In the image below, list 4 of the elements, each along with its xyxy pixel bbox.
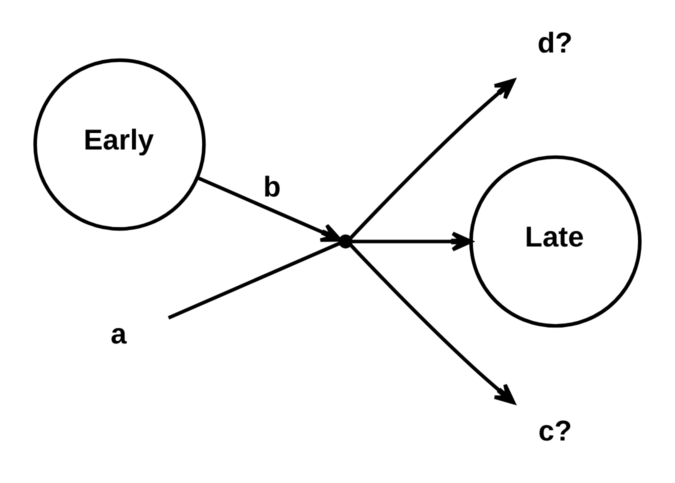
node-text: d? (537, 28, 573, 60)
edge-label: b (263, 171, 281, 204)
node-text: c? (538, 415, 572, 448)
node-text: a (110, 318, 127, 350)
